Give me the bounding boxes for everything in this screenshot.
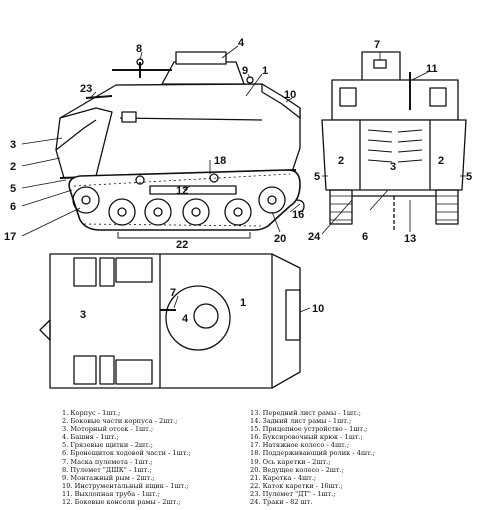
- callout-top-1: 1: [240, 297, 246, 309]
- callout-side-4: 4: [238, 37, 245, 49]
- callout-top-3: 3: [80, 309, 86, 321]
- side-lifting-eye: [246, 76, 254, 84]
- callout-side-20: 20: [274, 233, 286, 245]
- top-view: [39, 253, 301, 389]
- side-hull-line: [119, 117, 263, 121]
- callout-side-10: 10: [284, 89, 296, 101]
- legend-item: 22. Каток каретки - 16шт.;: [250, 481, 343, 490]
- legend-left: 1. Корпус - 1шт.;2. Боковые части корпус…: [62, 409, 191, 506]
- legend-item: 7. Маска пулемета - 1шт.;: [62, 457, 153, 466]
- side-support-roller: [135, 175, 145, 185]
- legend-item: 14. Задний лист рамы - 1шт.;: [250, 417, 352, 426]
- side-view: [55, 51, 305, 239]
- rear-turret: [361, 51, 401, 83]
- legend-right: 13. Передний лист рамы - 1шт.;14. Задний…: [250, 409, 375, 506]
- legend-item: 13. Передний лист рамы - 1шт.;: [250, 409, 361, 417]
- rear-right-track: [435, 189, 459, 225]
- legend-item: 1. Корпус - 1шт.;: [62, 409, 121, 417]
- callout-side-9: 9: [242, 65, 248, 77]
- callout-rear-5-right: 5: [466, 171, 472, 183]
- callout-rear-7: 7: [374, 39, 380, 51]
- legend-item: 9. Монтажный рым - 2шт.;: [62, 473, 155, 482]
- legend-item: 18. Поддерживающий ролик - 4шт.;: [250, 449, 376, 458]
- top-turret: [165, 285, 231, 351]
- side-tool-box: [261, 83, 301, 119]
- legend-item: 11. Выхлопная труба - 1шт.;: [62, 489, 160, 498]
- side-track: [68, 169, 301, 231]
- callout-top-10: 10: [312, 303, 324, 315]
- legend-item: 12. Боковые консоли рамы - 2шт.;: [62, 498, 181, 507]
- callout-rear-13: 13: [404, 233, 416, 245]
- callout-side-3: 3: [10, 139, 16, 151]
- side-front-plate: [55, 119, 97, 151]
- top-left-panel-a: [73, 257, 97, 287]
- callout-labels: 8 4 23 9 1 10 3 2 5 6 17 18 12 22 16 20 …: [4, 37, 472, 325]
- callout-rear-3: 3: [390, 161, 396, 173]
- callout-top-4: 4: [182, 313, 189, 325]
- legend-item: 17. Натяжное колесо - 4шт.;: [250, 441, 350, 450]
- side-turret: [161, 61, 245, 85]
- top-left-panel-d: [99, 355, 115, 385]
- top-right-panel-b: [115, 359, 153, 385]
- callout-rear-11: 11: [426, 63, 438, 75]
- callout-side-16: 16: [292, 209, 304, 221]
- side-support-roller-2: [209, 173, 219, 183]
- side-hatch: [121, 111, 137, 123]
- legend-item: 21. Каретка - 4шт.;: [250, 473, 317, 482]
- top-tool-box: [285, 289, 301, 341]
- top-left-panel-c: [73, 355, 97, 385]
- callout-side-22: 22: [176, 239, 188, 251]
- legend-item: 6. Бронещиток ходовой части - 1шт.;: [62, 449, 191, 458]
- side-hull: [55, 83, 301, 179]
- rear-hull-upper: [331, 79, 459, 121]
- callout-side-17: 17: [4, 231, 16, 243]
- rear-left-track: [329, 189, 353, 225]
- rear-louvres: [367, 129, 423, 163]
- legend-item: 2. Боковые части корпуса - 2шт.;: [62, 417, 178, 426]
- legend-item: 24. Траки - 82 шт.: [250, 498, 313, 507]
- top-right-panel-a: [115, 257, 153, 283]
- legend-item: 19. Ось каретки - 2шт.;: [250, 457, 331, 466]
- callout-rear-2-left: 2: [338, 155, 344, 167]
- side-frame-console: [149, 185, 237, 195]
- legend-item: 16. Буксировочный крюк - 1шт.;: [250, 433, 363, 442]
- legend-item: 5. Грязевые щитки - 2шт.;: [62, 441, 153, 450]
- callout-side-8: 8: [136, 43, 142, 55]
- rear-view: [321, 51, 467, 230]
- top-side-fender-left: [39, 319, 51, 341]
- callout-rear-6: 6: [362, 231, 368, 243]
- side-turret-top: [175, 51, 227, 65]
- callout-side-1: 1: [262, 65, 268, 77]
- legend-item: 3. Моторный отсек - 1шт.;: [62, 425, 154, 434]
- callout-top-7: 7: [170, 287, 176, 299]
- legend-item: 8. Пулемет "ДШК" - 1шт.;: [62, 465, 152, 474]
- legend-item: 10. Инструментальный ящик - 1шт.;: [62, 481, 189, 490]
- top-left-panel-b: [99, 257, 115, 287]
- side-tow-hook: [295, 199, 305, 213]
- rear-left-box: [339, 87, 357, 107]
- callout-rear-5-left: 5: [314, 171, 320, 183]
- legend-item: 20. Ведущее колесо - 2шт.;: [250, 465, 344, 474]
- side-road-wheels: [72, 186, 286, 226]
- side-bracket-22: [117, 232, 251, 239]
- side-engine-front: [59, 107, 113, 177]
- callout-side-18: 18: [214, 155, 226, 167]
- callout-rear-24: 24: [308, 231, 321, 243]
- callout-side-6: 6: [10, 201, 16, 213]
- callout-side-23: 23: [80, 83, 92, 95]
- side-track-links: [73, 173, 291, 227]
- callout-side-2: 2: [10, 161, 16, 173]
- legend-item: 23. Пулемет "ДТ" - 1шт.;: [250, 489, 336, 498]
- legend-item: 15. Прицепное устройство - 1шт.;: [250, 425, 368, 434]
- callout-side-5: 5: [10, 183, 16, 195]
- legend-item: 4. Башня - 1шт.;: [62, 433, 119, 442]
- top-turret-hatch: [193, 303, 219, 329]
- callout-side-12: 12: [176, 185, 188, 197]
- callout-rear-2-right: 2: [438, 155, 444, 167]
- leader-lines: [21, 45, 466, 313]
- rear-right-box: [429, 87, 447, 107]
